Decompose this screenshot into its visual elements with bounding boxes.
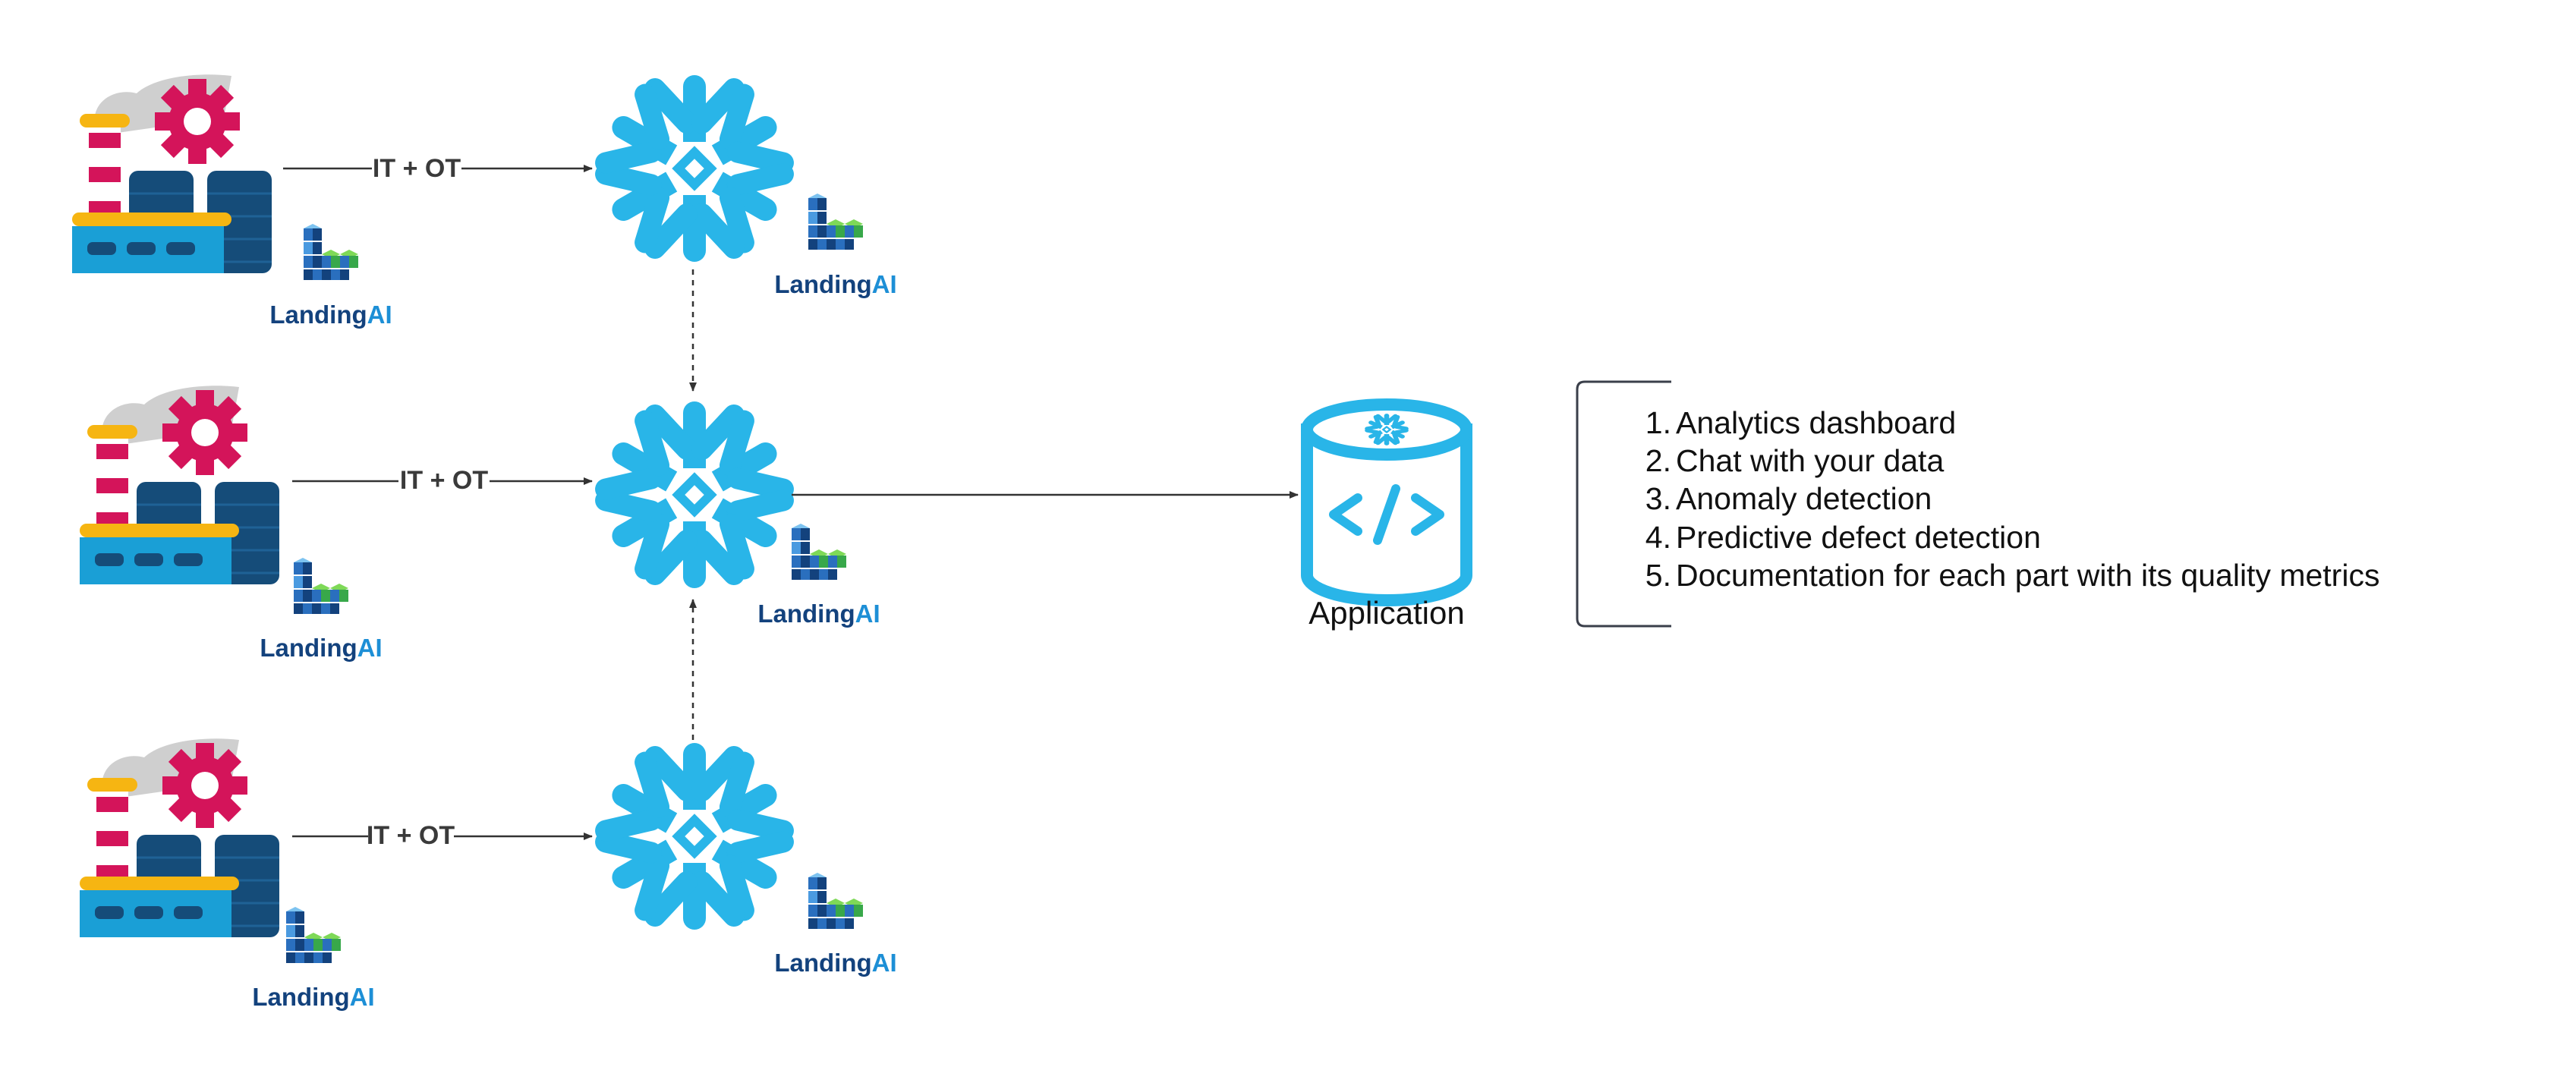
code-icon <box>1329 484 1444 545</box>
use-case-text: Chat with your data <box>1676 443 1944 478</box>
svg-text:LandingAI: LandingAI <box>260 634 382 662</box>
it-ot-connector-1: IT + OT <box>283 154 593 183</box>
landingai-wordmark-part2: AI <box>872 949 897 977</box>
landingai-logo-snowflake-2: LandingAI <box>757 524 880 628</box>
svg-text:LandingAI: LandingAI <box>757 600 880 628</box>
application-database-icon <box>1301 398 1472 606</box>
it-ot-label-1: IT + OT <box>373 154 461 183</box>
snowflake-icon-2 <box>594 401 795 588</box>
it-ot-connector-3: IT + OT <box>292 821 593 850</box>
landingai-wordmark-part1: Landing <box>260 634 357 662</box>
it-ot-label-3: IT + OT <box>367 821 455 850</box>
snowflake-icon-3 <box>594 743 795 930</box>
it-ot-connector-2: IT + OT <box>292 466 593 495</box>
landingai-logo-snowflake-3: LandingAI <box>774 873 897 977</box>
use-case-number: 4. <box>1645 520 1671 555</box>
landingai-wordmark-part1: Landing <box>774 270 871 298</box>
landingai-logo-factory-1: LandingAI <box>269 224 392 329</box>
svg-text:LandingAI: LandingAI <box>774 270 896 298</box>
landingai-logo-factory-3: LandingAI <box>252 907 375 1011</box>
use-case-bracket <box>1576 380 1671 628</box>
use-case-item-5: 5. Documentation for each part with its … <box>1645 558 2380 593</box>
use-case-text: Anomaly detection <box>1676 481 1932 516</box>
landingai-wordmark-part1: Landing <box>774 949 871 977</box>
landingai-wordmark-part2: AI <box>367 301 392 329</box>
use-case-text: Predictive defect detection <box>1676 520 2041 555</box>
svg-text:LandingAI: LandingAI <box>269 301 392 329</box>
landingai-wordmark-part2: AI <box>855 600 880 628</box>
factory-icon-2 <box>78 384 281 587</box>
use-case-text: Documentation for each part with its qua… <box>1676 558 2379 593</box>
landingai-wordmark-part2: AI <box>350 983 375 1011</box>
use-case-number: 1. <box>1645 405 1671 440</box>
use-case-number: 5. <box>1645 558 1671 593</box>
application-label: Application <box>1308 595 1464 631</box>
landingai-logo-snowflake-1: LandingAI <box>774 194 897 298</box>
landingai-wordmark-part2: AI <box>872 270 897 298</box>
it-ot-label-2: IT + OT <box>400 466 488 495</box>
landingai-wordmark-part2: AI <box>357 634 383 662</box>
snowflake-icon-1 <box>594 75 795 262</box>
use-case-number: 2. <box>1645 443 1671 478</box>
landingai-wordmark-part1: Landing <box>757 600 855 628</box>
svg-text:LandingAI: LandingAI <box>774 949 896 977</box>
factory-icon-3 <box>78 737 281 940</box>
use-case-item-3: 3. Anomaly detection <box>1645 481 1932 516</box>
use-case-item-1: 1. Analytics dashboard <box>1645 405 1956 440</box>
landingai-wordmark-part1: Landing <box>269 301 367 329</box>
landingai-wordmark-part1: Landing <box>252 983 349 1011</box>
use-case-item-4: 4. Predictive defect detection <box>1645 520 2041 555</box>
svg-text:LandingAI: LandingAI <box>252 983 374 1011</box>
landingai-logo-factory-2: LandingAI <box>260 558 383 662</box>
use-case-number: 3. <box>1645 481 1671 516</box>
use-case-text: Analytics dashboard <box>1676 405 1956 440</box>
factory-icon-1 <box>71 73 273 276</box>
use-case-item-2: 2. Chat with your data <box>1645 443 1945 478</box>
use-case-list: 1. Analytics dashboard 2. Chat with your… <box>1645 405 2380 593</box>
